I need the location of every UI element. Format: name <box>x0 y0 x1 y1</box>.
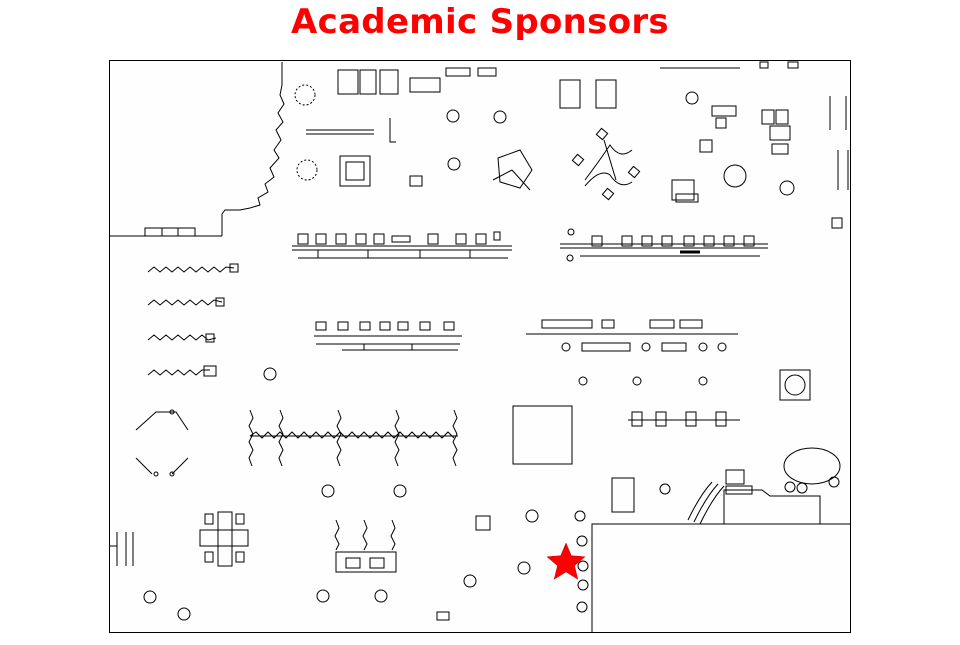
zigzag-wall <box>110 62 285 237</box>
stand-partitions <box>248 409 458 467</box>
bottom-center-booth <box>334 519 397 573</box>
booth-row-top-right <box>560 228 768 262</box>
round-tables <box>143 91 708 621</box>
central-feature <box>492 127 641 201</box>
zigzag-seating-rows <box>147 263 239 377</box>
cross-booth-cluster <box>199 511 249 567</box>
page-title: Academic Sponsors <box>291 2 669 42</box>
bottom-right-room <box>591 489 851 632</box>
booth-row-top-left <box>292 231 512 259</box>
booth-row-middle-right <box>526 319 738 352</box>
right-booths <box>611 369 841 525</box>
left-wall-marks <box>110 532 134 566</box>
booth-row-middle-left <box>314 321 462 351</box>
diagonal-barriers <box>135 409 189 477</box>
star-icon[interactable] <box>546 542 586 580</box>
top-booths <box>294 61 847 229</box>
square-room <box>512 405 573 465</box>
floor-plan-map[interactable] <box>109 60 851 633</box>
misc-furniture <box>409 139 849 621</box>
